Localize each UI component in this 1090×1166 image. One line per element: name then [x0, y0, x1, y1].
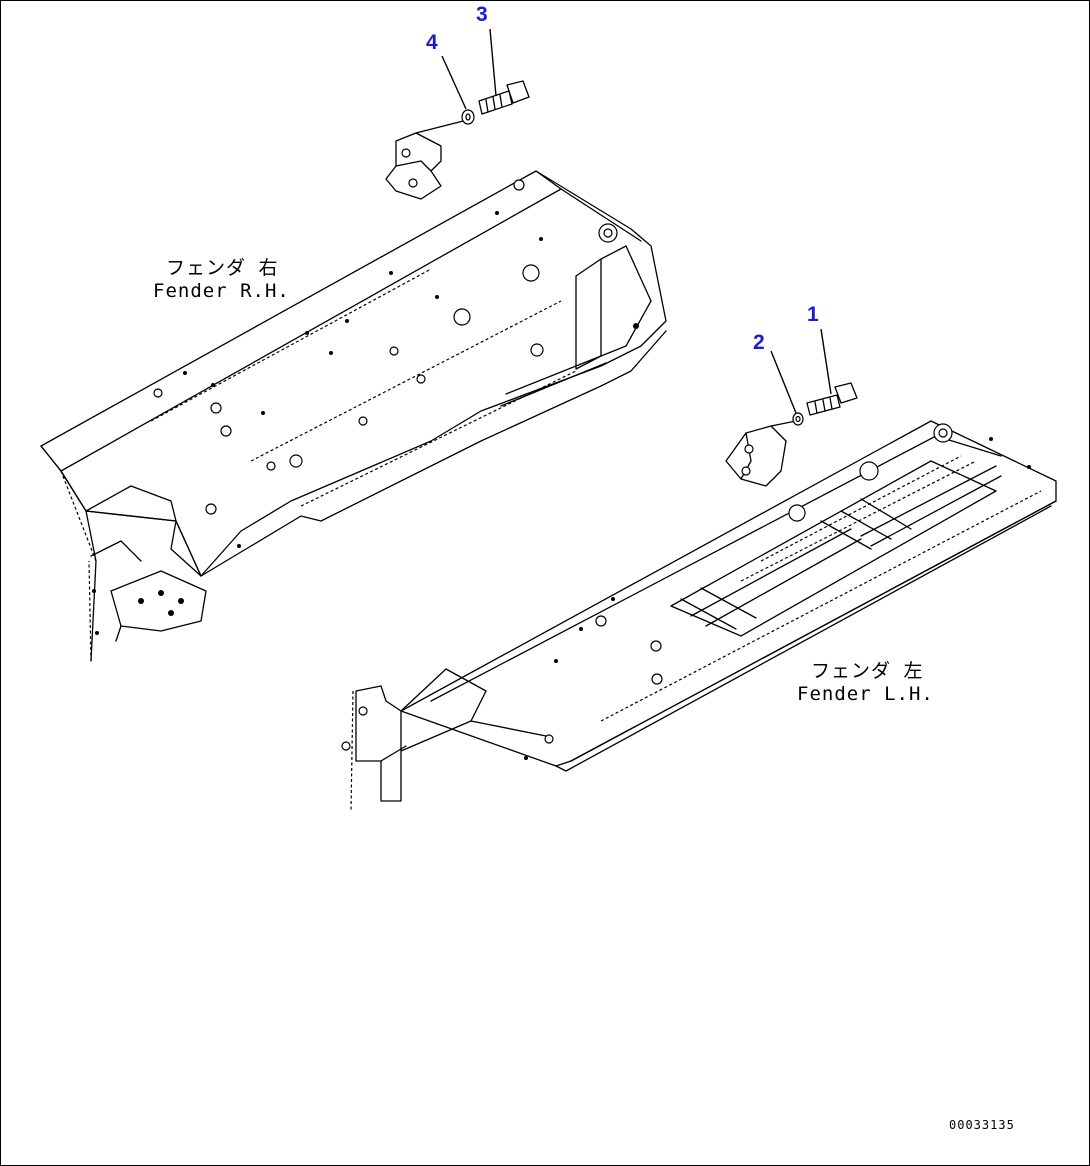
bracket-rh	[385, 118, 472, 200]
bracket-lh	[725, 420, 797, 487]
leader-lines	[441, 28, 832, 414]
washer-lh	[792, 412, 804, 426]
label-fender-lh-jp: フェンダ 左	[811, 660, 923, 682]
washer-rh	[461, 109, 475, 125]
callout-4: 4	[426, 31, 438, 54]
callout-1: 1	[807, 303, 819, 326]
drawing-number: 00033135	[949, 1118, 1015, 1132]
fender-lh	[341, 420, 1057, 812]
label-fender-rh-en: Fender R.H.	[153, 280, 290, 302]
label-fender-lh-en: Fender L.H.	[797, 683, 934, 705]
label-fender-rh-jp: フェンダ 右	[166, 257, 278, 279]
callout-3: 3	[476, 3, 488, 26]
bolt-rh	[478, 80, 530, 115]
callout-2: 2	[753, 331, 765, 354]
fender-rh	[40, 170, 667, 662]
bolt-lh	[806, 382, 858, 416]
